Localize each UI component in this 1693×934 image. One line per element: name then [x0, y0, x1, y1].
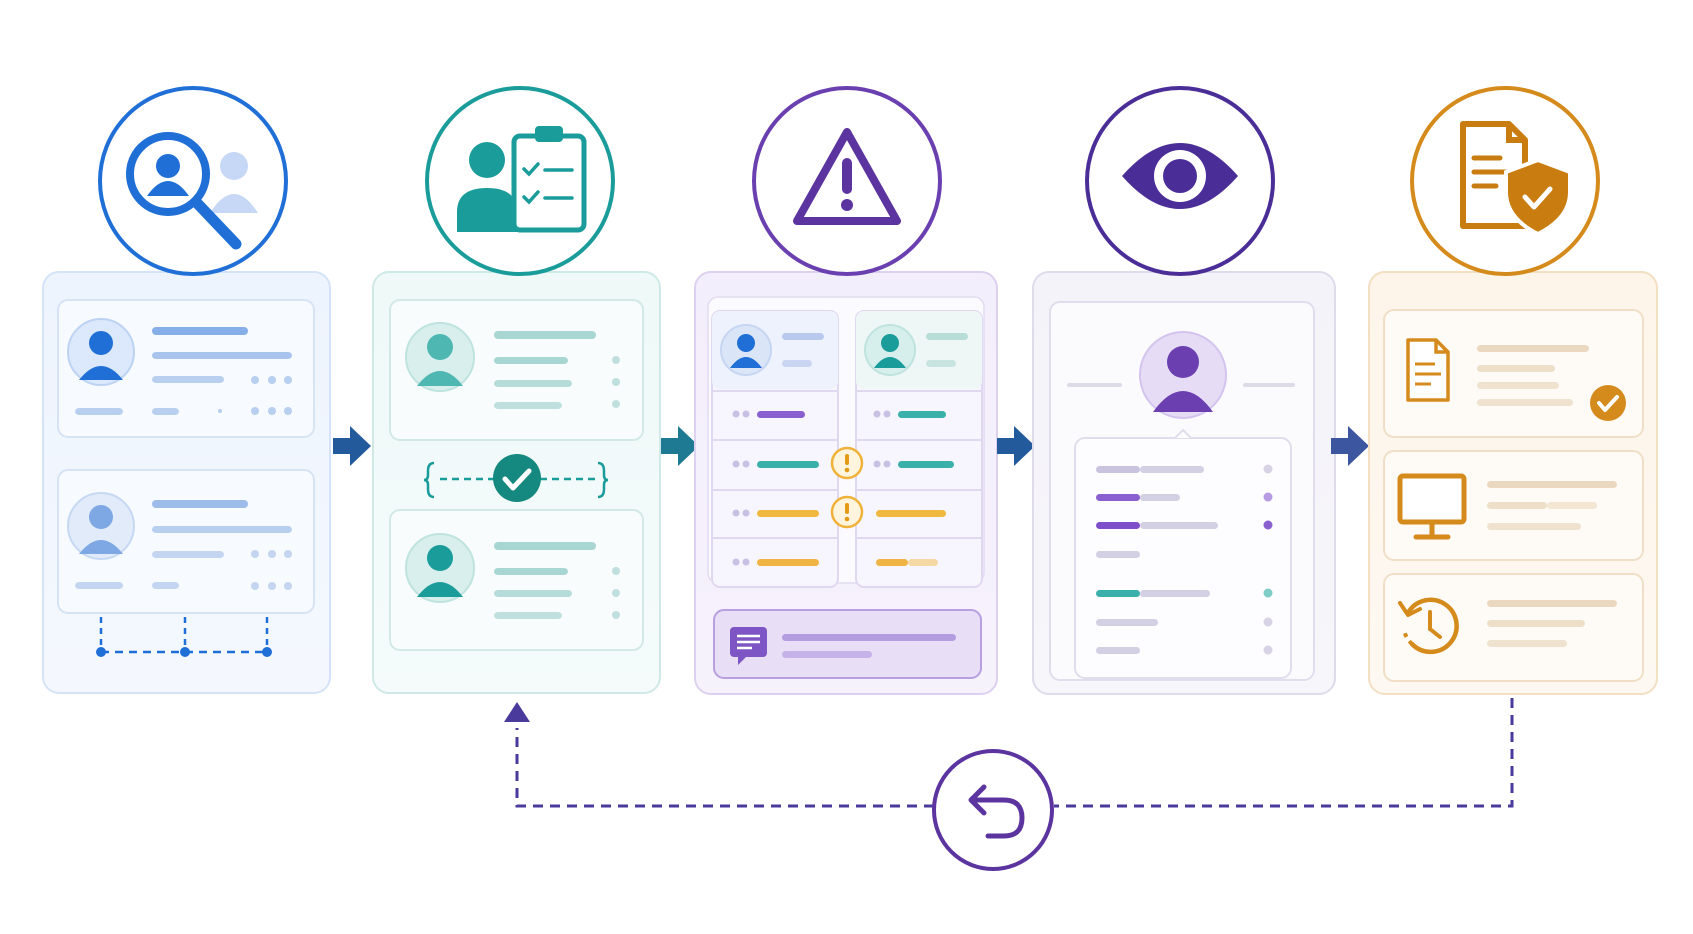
- stage-icon-verify: [425, 86, 615, 276]
- flow-arrow: [1331, 426, 1369, 466]
- document-icon: [1406, 338, 1450, 402]
- record-column-right: [855, 310, 983, 588]
- loop-arrowhead: [504, 702, 530, 722]
- person-icon: [89, 331, 113, 355]
- chat-bubble-icon: [730, 627, 767, 665]
- flow-arrow: [661, 426, 699, 466]
- stage-panel-flag: [694, 271, 998, 695]
- avatar: [1139, 331, 1227, 419]
- detail-card: [1074, 428, 1292, 679]
- feedback-loop: [504, 698, 1514, 871]
- stage-panel-document: [1368, 271, 1658, 695]
- undo-arrow-icon: [932, 749, 1054, 871]
- check-icon: [1590, 385, 1626, 421]
- stage-panel-discover: [42, 271, 331, 694]
- warning-triangle-icon: [793, 128, 901, 225]
- match-connector: [423, 454, 609, 502]
- link-connector: [96, 617, 272, 657]
- comment-box: [713, 609, 982, 679]
- record-column-left: [711, 310, 839, 588]
- flow-arrow: [997, 426, 1035, 466]
- document-card: [1383, 309, 1644, 438]
- person-icon: [737, 334, 755, 352]
- eye-icon: [1122, 143, 1238, 209]
- stage-icon-flag: [752, 86, 942, 276]
- stage-icon-review: [1085, 86, 1275, 276]
- stage-panel-review: [1032, 271, 1336, 695]
- profile-card: [389, 299, 644, 441]
- monitor-icon: [1397, 473, 1467, 540]
- person-checklist-icon: [457, 126, 587, 233]
- warning-badge: [830, 446, 864, 480]
- magnifier-person-icon: [126, 132, 258, 250]
- person-icon: [1167, 346, 1199, 378]
- person-icon: [427, 545, 453, 571]
- check-icon: [493, 454, 541, 502]
- person-icon: [89, 505, 113, 529]
- stage-panel-verify: [372, 271, 661, 694]
- device-card: [1383, 450, 1644, 561]
- stage-icon-document: [1410, 86, 1600, 276]
- warning-badge: [830, 495, 864, 529]
- profile-card: [57, 469, 315, 614]
- person-icon: [427, 334, 453, 360]
- flow-arrow: [333, 426, 371, 466]
- history-clock-icon: [1398, 597, 1459, 655]
- document-shield-icon: [1460, 121, 1572, 237]
- person-icon: [881, 334, 899, 352]
- profile-card: [389, 509, 644, 651]
- history-card: [1383, 573, 1644, 682]
- profile-card: [57, 299, 315, 438]
- stage-icon-discover: [98, 86, 288, 276]
